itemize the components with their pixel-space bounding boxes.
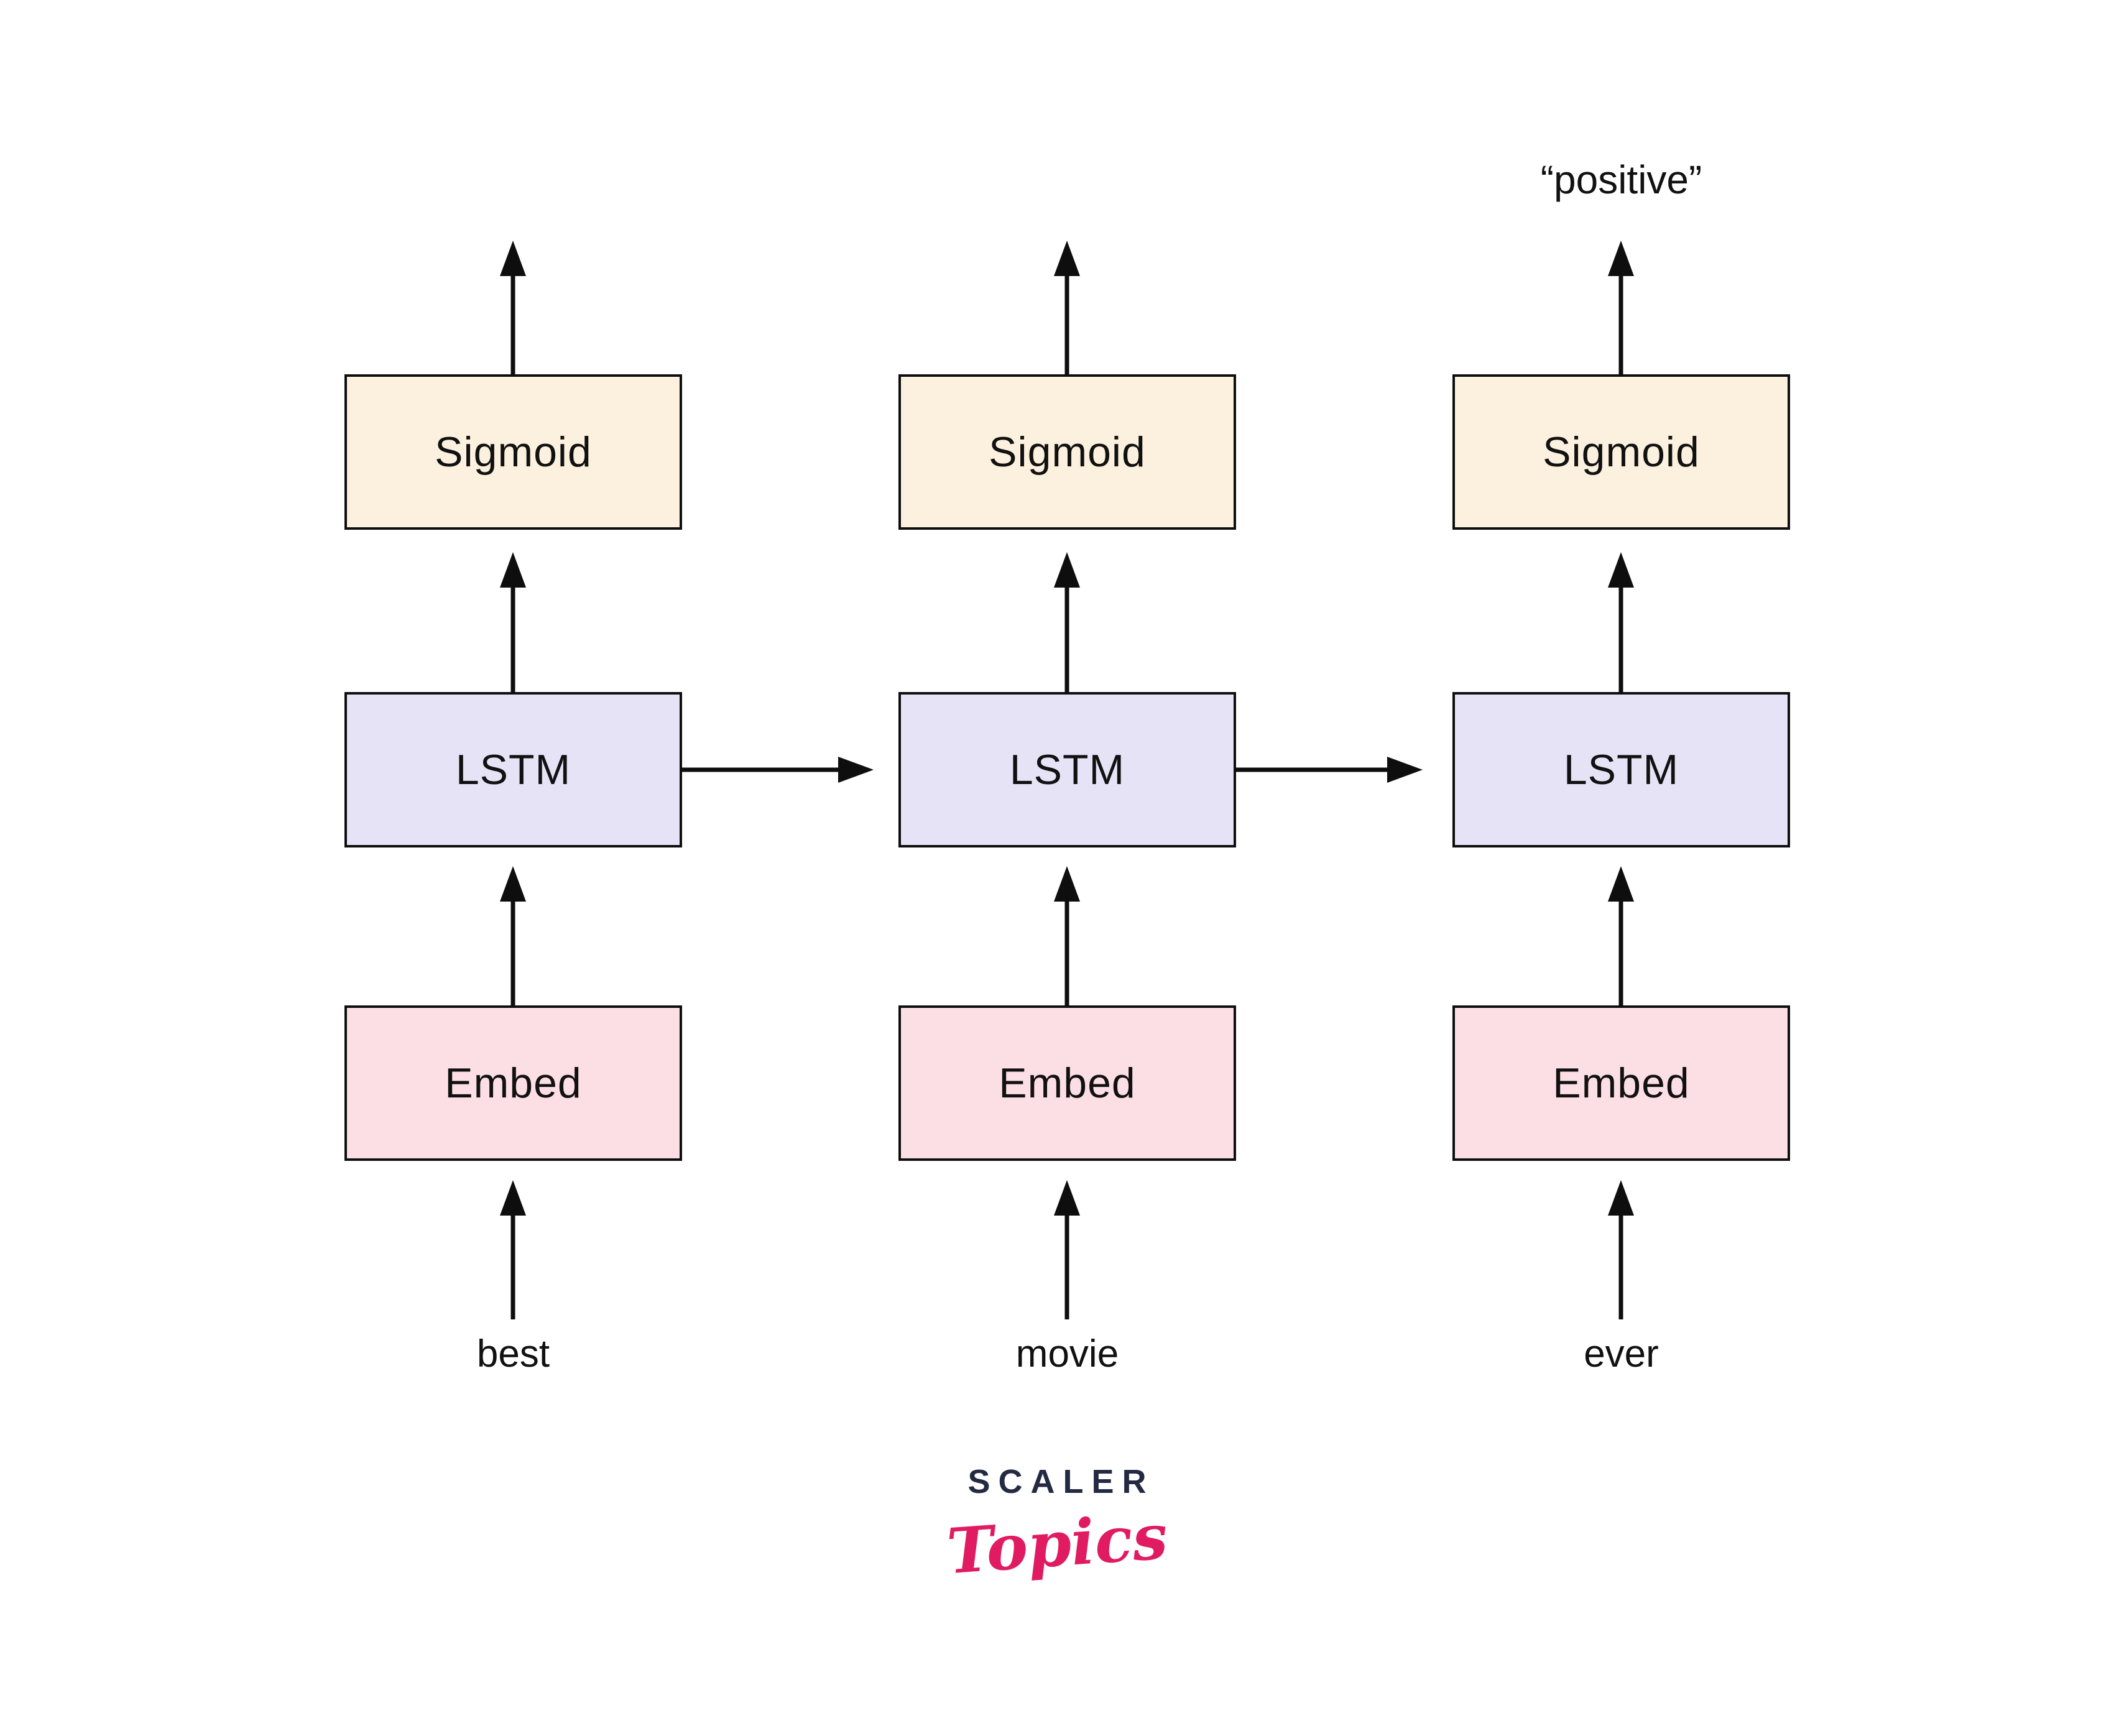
lstm-to-sigmoid-arrow-col2 xyxy=(1054,552,1080,692)
arrow-line xyxy=(510,895,515,1005)
lstm1-to-lstm2-arrow xyxy=(682,757,874,783)
arrow-line xyxy=(1618,581,1623,692)
lstm-box-col2: LSTM xyxy=(898,692,1236,847)
arrow-line xyxy=(1064,581,1069,692)
lstm-to-sigmoid-arrow-col3 xyxy=(1608,552,1634,692)
sigmoid-box-col2: Sigmoid xyxy=(898,374,1236,530)
lstm2-to-lstm3-arrow xyxy=(1236,757,1423,783)
arrow-line xyxy=(1618,269,1623,374)
arrow-line xyxy=(1064,269,1069,374)
word-to-embed-arrow-col1 xyxy=(500,1180,526,1319)
embed-to-lstm-arrow-col1 xyxy=(500,866,526,1005)
embed-to-lstm-arrow-col2 xyxy=(1054,866,1080,1005)
sigmoid-box-col1: Sigmoid xyxy=(344,374,682,530)
input-word-col1: best xyxy=(476,1332,550,1375)
word-to-embed-arrow-col3 xyxy=(1608,1180,1634,1319)
lstm-box-col1: LSTM xyxy=(344,692,682,847)
arrow-line xyxy=(510,269,515,374)
embed-box-col3: Embed xyxy=(1452,1005,1790,1161)
sigmoid-box-col3: Sigmoid xyxy=(1452,374,1790,530)
arrow-line xyxy=(1064,895,1069,1005)
arrow-line xyxy=(510,1209,515,1319)
logo-product-text: Topics xyxy=(944,1499,1170,1589)
embed-box-col1: Embed xyxy=(344,1005,682,1161)
output-up-arrow-col1 xyxy=(500,241,526,374)
arrow-line xyxy=(682,767,845,772)
output-up-arrow-col2 xyxy=(1054,241,1080,374)
arrow-line xyxy=(1236,767,1394,772)
lstm-box-col3: LSTM xyxy=(1452,692,1790,847)
arrow-head-icon xyxy=(1387,757,1423,783)
output-label: “positive” xyxy=(1540,157,1702,202)
lstm-to-sigmoid-arrow-col1 xyxy=(500,552,526,692)
embed-box-col2: Embed xyxy=(898,1005,1236,1161)
input-word-col2: movie xyxy=(1015,1332,1119,1375)
scaler-topics-logo: SCALER Topics xyxy=(902,1462,1212,1591)
arrow-line xyxy=(510,581,515,692)
arrow-line xyxy=(1618,895,1623,1005)
logo-brand-text: SCALER xyxy=(967,1463,1155,1500)
embed-to-lstm-arrow-col3 xyxy=(1608,866,1634,1005)
arrow-head-icon xyxy=(838,757,874,783)
input-word-col3: ever xyxy=(1584,1332,1659,1375)
arrow-line xyxy=(1618,1209,1623,1319)
word-to-embed-arrow-col2 xyxy=(1054,1180,1080,1319)
output-up-arrow-col3 xyxy=(1608,241,1634,374)
arrow-line xyxy=(1064,1209,1069,1319)
